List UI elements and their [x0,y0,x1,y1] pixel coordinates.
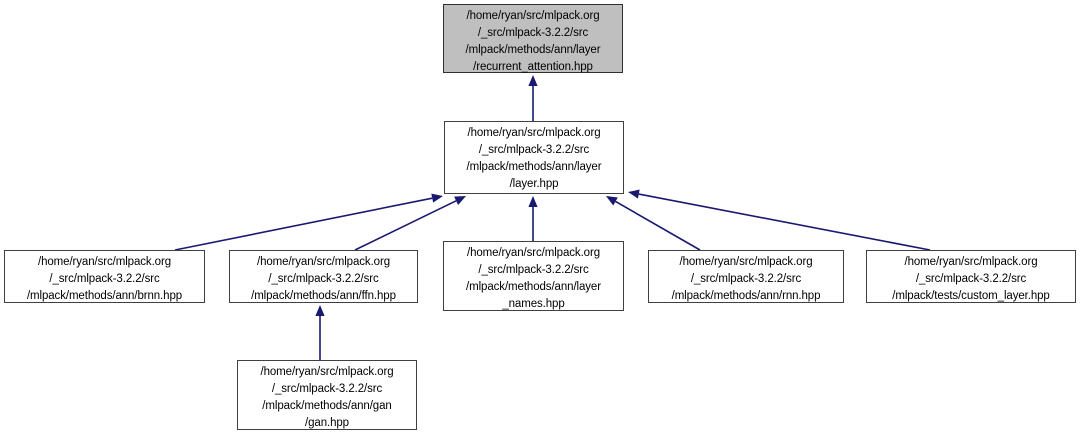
node-text-line: /home/ryan/src/mlpack.org [260,366,394,378]
node-text-line: /recurrent_attention.hpp [473,61,593,73]
node-text-line: /mlpack/methods/ann/layer [466,281,601,293]
node-text-line: /mlpack/tests/custom_layer.hpp [892,290,1050,302]
node-text-line: /mlpack/methods/ann/rnn.hpp [671,290,821,302]
node-text-line: /layer.hpp [509,178,559,190]
node-text-line: /home/ryan/src/mlpack.org [467,247,600,259]
edge-brnn-to-layer [174,193,443,251]
node-ffn-hpp[interactable]: /home/ryan/src/mlpack.org /_src/mlpack-3.… [229,250,418,303]
node-text-line: /home/ryan/src/mlpack.org [38,256,171,268]
node-gan-hpp[interactable]: /home/ryan/src/mlpack.org /_src/mlpack-3.… [237,360,417,430]
node-text-line: /mlpack/methods/ann/ffn.hpp [251,290,396,302]
node-text-line: /mlpack/methods/ann/brnn.hpp [26,290,183,302]
node-text-line: /_src/mlpack-3.2.2/src [268,273,379,285]
node-text-line: /home/ryan/src/mlpack.org [466,10,600,22]
node-custom-layer-hpp[interactable]: /home/ryan/src/mlpack.org /_src/mlpack-3.… [866,250,1076,303]
node-brnn-hpp[interactable]: /home/ryan/src/mlpack.org /_src/mlpack-3.… [4,250,205,303]
node-recurrent-attention-hpp[interactable]: /home/ryan/src/mlpack.org /_src/mlpack-3.… [443,4,623,73]
node-text-line: /_src/mlpack-3.2.2/src [478,144,590,156]
node-text-line: /home/ryan/src/mlpack.org [257,256,390,268]
node-text-line: /mlpack/methods/ann/gan [262,400,392,412]
node-text-line: _names.hpp [502,298,565,310]
node-text-line: /gan.hpp [305,417,349,429]
node-text-line: /home/ryan/src/mlpack.org [467,127,601,139]
node-text-line: /_src/mlpack-3.2.2/src [915,273,1027,285]
node-layer-names-hpp[interactable]: /home/ryan/src/mlpack.org /_src/mlpack-3.… [443,241,624,311]
node-text-line: /mlpack/methods/ann/layer [466,161,602,173]
node-text-line: /_src/mlpack-3.2.2/src [477,27,589,39]
edge-layer-to-recurrent-attention [528,75,538,121]
edge-layer-names-to-layer [528,196,538,241]
node-layer-hpp[interactable]: /home/ryan/src/mlpack.org /_src/mlpack-3.… [444,121,624,194]
node-text-line: /mlpack/methods/ann/layer [465,44,601,56]
edge-custom-layer-to-layer [628,189,931,251]
edge-gan-to-ffn [315,305,325,360]
node-rnn-hpp[interactable]: /home/ryan/src/mlpack.org /_src/mlpack-3.… [648,250,844,303]
node-text-line: /_src/mlpack-3.2.2/src [49,273,160,285]
node-text-line: /_src/mlpack-3.2.2/src [690,273,802,285]
node-text-line: /_src/mlpack-3.2.2/src [478,264,589,276]
node-text-line: /home/ryan/src/mlpack.org [679,256,813,268]
node-text-line: /_src/mlpack-3.2.2/src [271,383,383,395]
node-text-line: /home/ryan/src/mlpack.org [904,256,1038,268]
